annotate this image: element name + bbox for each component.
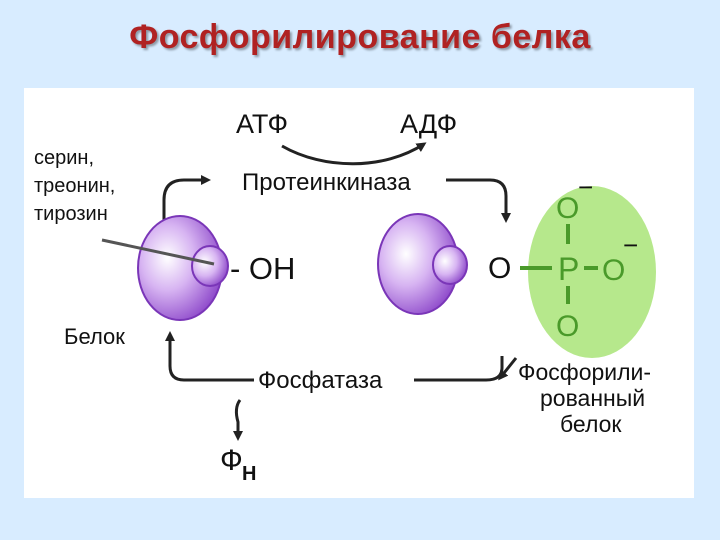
phosphorylated-label-1: Фосфорили- bbox=[518, 359, 651, 385]
protein-phosphorylated bbox=[377, 213, 468, 315]
oh-group: - OH bbox=[230, 251, 295, 286]
kinase-arrow-left bbox=[162, 175, 211, 228]
amino-acid-serine: серин, bbox=[34, 147, 94, 169]
adp-label: АДФ bbox=[400, 109, 457, 139]
oxygen-top: O bbox=[556, 192, 579, 225]
phosphorylated-label-3: белок bbox=[560, 411, 622, 437]
charge-top: − bbox=[578, 172, 593, 202]
phosphate-highlight bbox=[528, 186, 656, 358]
phosphorus-atom: P bbox=[558, 251, 579, 287]
atp-label: АТФ bbox=[236, 109, 288, 139]
amino-acid-pointer bbox=[101, 238, 215, 266]
oxygen-bottom: O bbox=[556, 310, 579, 343]
charge-right: − bbox=[623, 230, 638, 260]
phosphorylated-label-2: рованный bbox=[540, 385, 645, 411]
amino-acid-tyrosine: тирозин bbox=[34, 203, 108, 225]
pi-release-arrow bbox=[233, 399, 243, 441]
pi-main: Ф bbox=[220, 444, 243, 477]
phosphatase-label: Фосфатаза bbox=[258, 367, 383, 394]
protein-label: Белок bbox=[64, 324, 125, 349]
atp-adp-arrow bbox=[281, 142, 427, 166]
amino-acid-threonine: треонин, bbox=[34, 175, 115, 197]
o-link-atom: O bbox=[488, 252, 511, 285]
pi-sub: Н bbox=[242, 463, 256, 485]
phosphatase-arrow-head-right bbox=[498, 357, 518, 381]
kinase-label: Протеинкиназа bbox=[242, 169, 411, 196]
phosphatase-arrow-left bbox=[165, 331, 254, 382]
oxygen-right: O bbox=[602, 254, 625, 287]
kinase-arrow-right bbox=[446, 178, 511, 223]
slide-title: Фосфорилирование белка bbox=[129, 18, 591, 56]
diagram-panel: АТФ АДФ Протеинкиназа серин, треонин, ти… bbox=[24, 88, 694, 498]
protein-unphosphorylated bbox=[137, 215, 229, 321]
phosphatase-arrow-right bbox=[414, 356, 504, 382]
